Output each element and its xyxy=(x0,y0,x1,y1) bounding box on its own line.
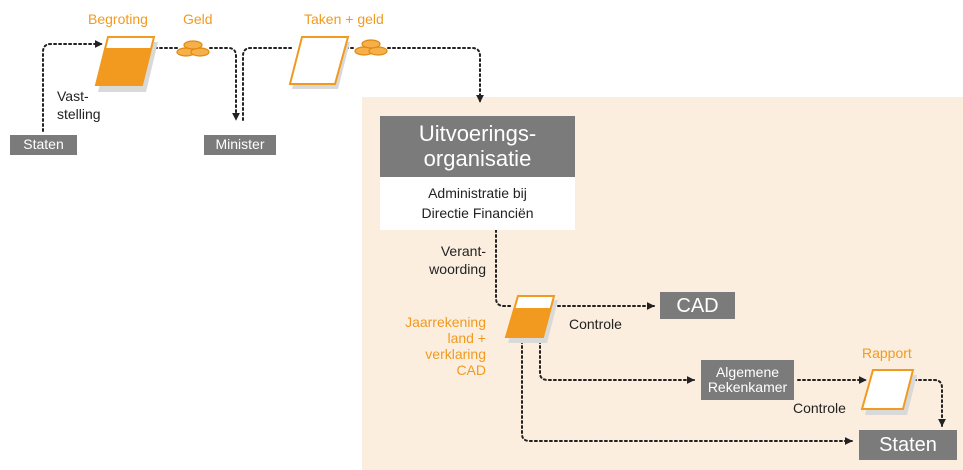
connector-minister-taken xyxy=(242,47,293,121)
connector-staten-begroting xyxy=(42,40,103,132)
org-title-line2: organisatie xyxy=(423,145,532,171)
jaarrekening-line1: Jaarrekening xyxy=(405,314,486,330)
connector-geld-organisatie xyxy=(387,47,484,103)
jaarrekening-line4: CAD xyxy=(456,362,486,378)
box-minister: Minister xyxy=(204,135,276,155)
verantwoording-line2: woording xyxy=(429,261,486,277)
connector-geld-minister xyxy=(209,47,240,121)
coins-icon xyxy=(176,40,210,57)
connector-rapport-staten xyxy=(913,379,946,427)
label-controle-rekenkamer: Controle xyxy=(793,400,846,416)
connector-jaarrekening-rekenkamer xyxy=(539,335,695,384)
document-filled-icon xyxy=(504,295,558,343)
document-empty-icon xyxy=(860,369,917,415)
admin-line2: Directie Financiën xyxy=(421,204,534,221)
box-staten: Staten xyxy=(10,135,77,155)
rekenkamer-line1: Algemene xyxy=(715,363,780,380)
org-title-line1: Uitvoerings- xyxy=(418,121,537,147)
label-begroting: Begroting xyxy=(88,11,148,27)
box-administratie: Administratie bij Directie Financiën xyxy=(380,177,575,230)
coins-icon xyxy=(354,39,388,56)
document-filled-icon xyxy=(94,36,158,92)
rekenkamer-line2: Rekenkamer xyxy=(707,379,788,395)
document-empty-icon xyxy=(288,36,350,89)
label-controle-cad: Controle xyxy=(569,316,622,332)
label-vaststelling: Vast- stelling xyxy=(57,89,101,121)
box-algemene-rekenkamer: Algemene Rekenkamer xyxy=(701,360,794,400)
box-cad: CAD xyxy=(660,292,735,319)
box-staten-final: Staten xyxy=(859,430,957,460)
label-vaststelling-line2: stelling xyxy=(57,106,101,122)
label-rapport: Rapport xyxy=(862,345,912,361)
admin-line1: Administratie bij xyxy=(428,184,527,201)
label-jaarrekening: Jaarrekening land + verklaring CAD xyxy=(378,315,486,377)
connector-jaarrekening-staten xyxy=(521,335,853,445)
label-verantwoording: Verant- woording xyxy=(416,244,486,276)
verantwoording-line1: Verant- xyxy=(440,243,486,259)
label-taken-geld: Taken + geld xyxy=(304,11,384,27)
connector-admin-jaarrekening xyxy=(495,229,512,307)
box-uitvoeringsorganisatie: Uitvoerings- organisatie xyxy=(380,116,575,177)
label-vaststelling-line1: Vast- xyxy=(57,88,89,104)
label-geld: Geld xyxy=(183,11,213,27)
jaarrekening-line3: verklaring xyxy=(425,346,486,362)
jaarrekening-line2: land + xyxy=(447,330,486,346)
